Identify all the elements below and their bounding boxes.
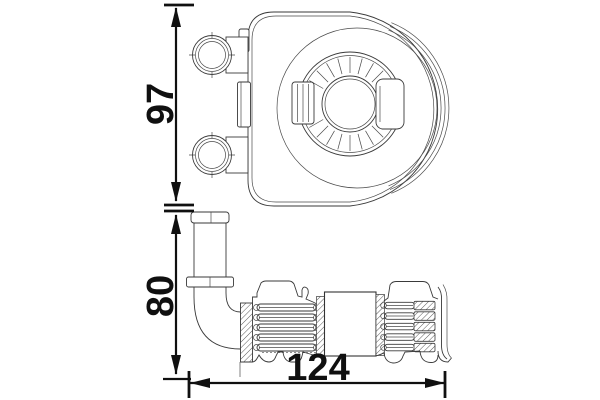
body-outline-outer xyxy=(247,11,439,207)
pipe-walls xyxy=(193,223,227,277)
port-top xyxy=(189,32,235,78)
port-quadrant-ticks xyxy=(189,32,235,78)
rim-arc xyxy=(389,26,446,190)
dim-80-arrow-up xyxy=(171,214,181,234)
block-hatch-right xyxy=(375,294,385,356)
center-hole-outer xyxy=(321,75,379,133)
left-flange xyxy=(240,302,253,363)
central-boss xyxy=(291,51,405,157)
boss-tab-left xyxy=(291,81,315,125)
port-mid-ring xyxy=(195,38,229,72)
pipe-bend-inner xyxy=(225,287,241,313)
dimension-80: 80 xyxy=(140,209,194,381)
port-mid-ring xyxy=(195,138,229,172)
dim-97-arrow-down xyxy=(171,182,181,202)
rim-arc xyxy=(388,29,442,187)
dimension-97: 97 xyxy=(140,3,194,207)
port-bore xyxy=(198,141,226,169)
dim-97-label: 97 xyxy=(140,83,182,125)
body-outline-inner xyxy=(251,15,435,203)
face-circle xyxy=(276,27,438,189)
left-cover-profile xyxy=(252,280,318,305)
plate-beads-right xyxy=(380,302,387,351)
dim-124-label: 124 xyxy=(286,347,349,389)
dim-124-arrow-left xyxy=(190,378,210,388)
flange-plate-middle xyxy=(237,81,251,128)
center-hole-inner xyxy=(324,78,376,130)
right-edge-outer xyxy=(437,286,448,360)
dim-80-label: 80 xyxy=(140,275,182,317)
elbow-pipe xyxy=(186,211,241,350)
central-block xyxy=(323,291,377,357)
bottom-outline-left xyxy=(240,351,325,363)
dim-80-arrow-down xyxy=(171,355,181,375)
top-view xyxy=(189,11,450,207)
port-quadrant-ticks xyxy=(189,132,235,178)
right-foot xyxy=(419,350,452,363)
side-view xyxy=(186,211,452,377)
port-bottom xyxy=(189,132,235,178)
right-cover-profile xyxy=(383,281,439,302)
right-edge-inner xyxy=(442,284,452,359)
pipe-end-bead xyxy=(190,211,230,224)
left-plate-stack xyxy=(253,303,320,353)
spline-fins xyxy=(309,57,391,151)
right-plate-stack xyxy=(380,300,436,353)
port-bore xyxy=(198,41,226,69)
dimension-124: 124 xyxy=(187,347,447,398)
dim-97-arrow-up xyxy=(171,7,181,27)
boss-tab-right xyxy=(375,78,405,130)
pipe-bend-outer xyxy=(193,287,241,350)
bottom-outline-right xyxy=(375,350,421,364)
dim-124-arrow-right xyxy=(425,378,445,388)
rim-arc xyxy=(391,22,450,194)
